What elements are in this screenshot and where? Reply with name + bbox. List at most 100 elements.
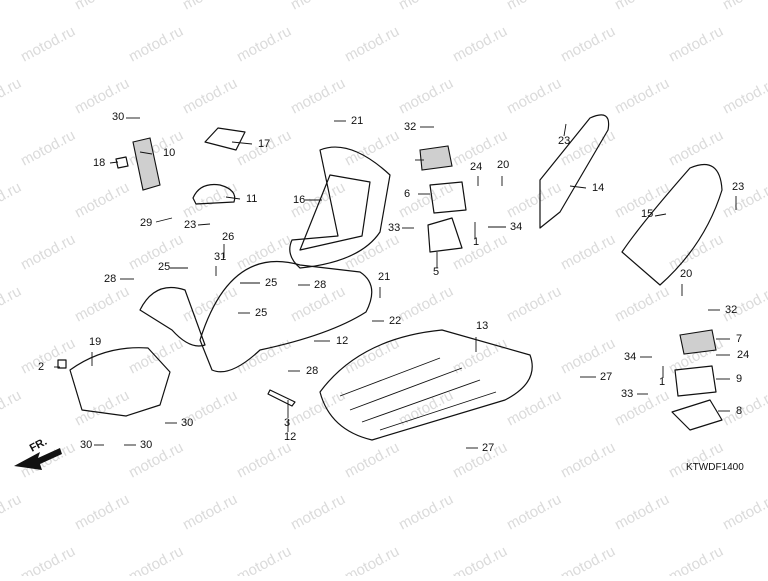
callout-number-25: 25: [255, 307, 267, 319]
watermark-text: motod.ru: [126, 543, 186, 576]
watermark-text: motod.ru: [72, 283, 132, 326]
watermark-text: motod.ru: [504, 387, 564, 430]
callout-number-13: 13: [476, 320, 488, 332]
watermark-text: motod.ru: [180, 75, 240, 118]
callout-number-33: 33: [388, 222, 400, 234]
callout-number-30: 30: [181, 417, 193, 429]
watermark-text: motod.ru: [0, 387, 24, 430]
callout-leader-line: [563, 123, 567, 137]
watermark-text: motod.ru: [504, 0, 564, 14]
callout-number-23: 23: [732, 181, 744, 193]
watermark-text: motod.ru: [180, 491, 240, 534]
callout-number-20: 20: [497, 159, 509, 171]
part-2-pin: [57, 359, 67, 369]
callout-number-19: 19: [89, 336, 101, 348]
front-direction-arrow-icon: [14, 448, 62, 470]
watermark-text: motod.ru: [342, 231, 402, 274]
watermark-text: motod.ru: [558, 439, 618, 482]
callout-number-5: 5: [433, 266, 439, 278]
callout-number-30: 30: [112, 111, 124, 123]
callout-number-9: 9: [736, 373, 742, 385]
callout-number-34: 34: [510, 221, 522, 233]
part-4-step: [419, 145, 453, 171]
watermark-text: motod.ru: [234, 231, 294, 274]
watermark-text: motod.ru: [612, 75, 672, 118]
watermark-text: motod.ru: [126, 23, 186, 66]
part-15-side-cover: [621, 163, 723, 286]
part-11-cover: [192, 183, 236, 205]
watermark-text: motod.ru: [396, 283, 456, 326]
callout-number-1: 1: [659, 376, 665, 388]
watermark-text: motod.ru: [558, 543, 618, 576]
watermark-text: motod.ru: [342, 23, 402, 66]
watermark-text: motod.ru: [450, 439, 510, 482]
callout-number-14: 14: [592, 182, 604, 194]
part-14-side-cover: [539, 114, 610, 229]
watermark-text: motod.ru: [0, 283, 24, 326]
callout-number-27: 27: [482, 442, 494, 454]
callout-number-24: 24: [470, 161, 482, 173]
watermark-text: motod.ru: [72, 491, 132, 534]
callout-number-31: 31: [214, 251, 226, 263]
callout-number-25: 25: [265, 277, 277, 289]
watermark-text: motod.ru: [450, 23, 510, 66]
part-10-bracket: [132, 137, 161, 191]
watermark-text: motod.ru: [180, 283, 240, 326]
part-12-floor-cover: [199, 260, 373, 373]
callout-number-20: 20: [680, 268, 692, 280]
callout-number-22: 22: [389, 315, 401, 327]
callout-number-21: 21: [378, 271, 390, 283]
callout-number-12: 12: [336, 335, 348, 347]
watermark-text: motod.ru: [720, 0, 768, 14]
callout-number-7: 7: [736, 333, 742, 345]
callout-number-34: 34: [624, 351, 636, 363]
watermark-text: motod.ru: [180, 0, 240, 14]
callout-number-15: 15: [641, 208, 653, 220]
watermark-text: motod.ru: [612, 491, 672, 534]
watermark-text: motod.ru: [234, 543, 294, 576]
watermark-text: motod.ru: [666, 439, 726, 482]
watermark-text: motod.ru: [18, 543, 78, 576]
callout-leader-line: [225, 196, 241, 200]
callout-number-23: 23: [184, 219, 196, 231]
watermark-text: motod.ru: [720, 75, 768, 118]
watermark-text: motod.ru: [612, 0, 672, 14]
callout-number-12: 12: [284, 431, 296, 443]
watermark-text: motod.ru: [504, 179, 564, 222]
callout-number-29: 29: [140, 217, 152, 229]
watermark-text: motod.ru: [72, 179, 132, 222]
part-5-step: [427, 217, 463, 253]
watermark-text: motod.ru: [450, 543, 510, 576]
callout-number-33: 33: [621, 388, 633, 400]
callout-number-30: 30: [140, 439, 152, 451]
watermark-text: motod.ru: [234, 439, 294, 482]
watermark-text: motod.ru: [342, 543, 402, 576]
watermark-text: motod.ru: [288, 387, 348, 430]
watermark-text: motod.ru: [18, 335, 78, 378]
watermark-text: motod.ru: [666, 543, 726, 576]
callout-leader-line: [654, 213, 667, 217]
watermark-text: motod.ru: [666, 231, 726, 274]
part-6-bracket: [429, 181, 467, 214]
callout-leader-line: [569, 185, 587, 189]
callout-number-27: 27: [600, 371, 612, 383]
part-9-bracket: [674, 365, 717, 397]
part-12-floor-cover-side: [139, 286, 206, 347]
watermark-text: motod.ru: [666, 23, 726, 66]
watermark-text: motod.ru: [342, 439, 402, 482]
part-13-under-cover: [319, 329, 533, 441]
callout-number-6: 6: [404, 188, 410, 200]
part-19-under-guard: [69, 347, 171, 417]
callout-number-16: 16: [293, 194, 305, 206]
callout-leader-line: [197, 223, 211, 226]
callout-number-8: 8: [736, 405, 742, 417]
watermark-text: motod.ru: [126, 231, 186, 274]
watermark-text: motod.ru: [720, 387, 768, 430]
callout-number-24: 24: [737, 349, 749, 361]
part-16-inner-cover-face: [299, 174, 371, 251]
watermark-text: motod.ru: [558, 23, 618, 66]
callout-number-2: 2: [38, 361, 44, 373]
watermark-text: motod.ru: [504, 491, 564, 534]
